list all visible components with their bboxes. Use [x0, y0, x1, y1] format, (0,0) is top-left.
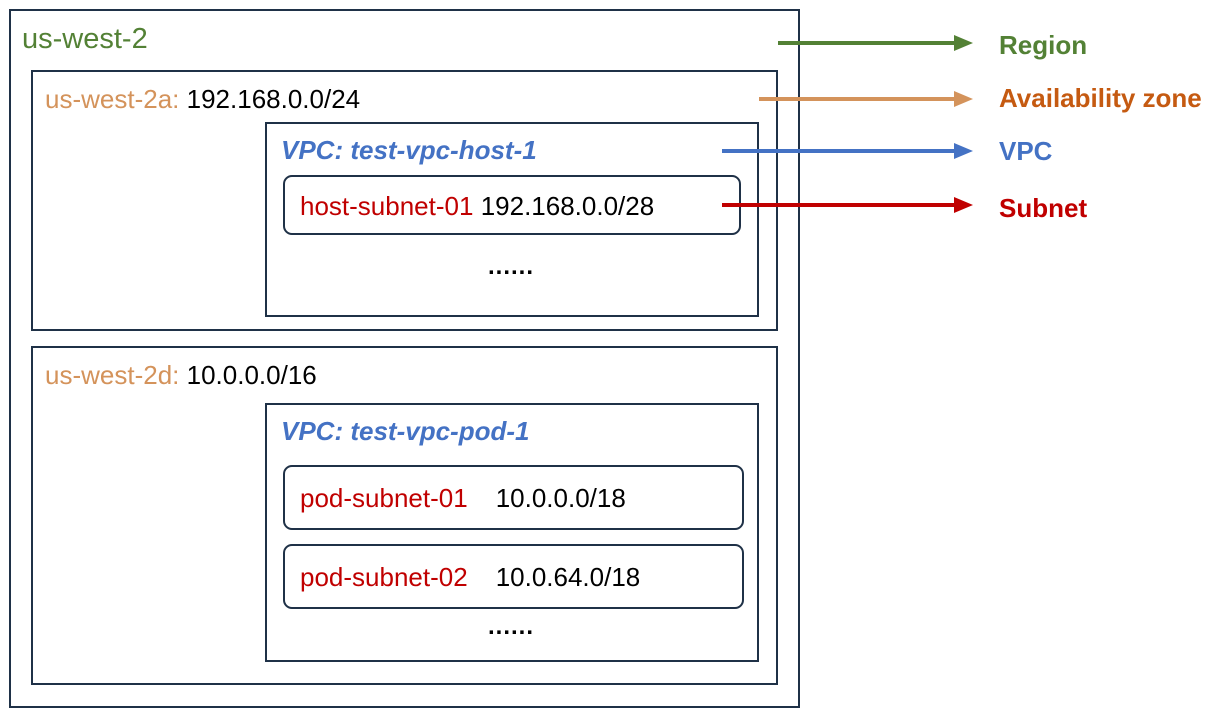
- availability-zone-arrow: [759, 91, 973, 107]
- availability-zone-a-heading: us-west-2a: 192.168.0.0/24: [45, 86, 360, 112]
- subnet-arrow: [722, 197, 973, 213]
- subnet-box-pod-01: [283, 465, 744, 530]
- availability-zone-d-cidr: 10.0.0.0/16: [186, 360, 317, 390]
- subnet-box-pod-02: [283, 544, 744, 609]
- subnet-host-01-row: host-subnet-01 192.168.0.0/28: [300, 193, 654, 219]
- subnet-pod-02-cidr: 10.0.64.0/18: [495, 562, 641, 592]
- subnet-pod-02-name: pod-subnet-02: [300, 562, 468, 592]
- vpc-pod-more-ellipsis: ......: [488, 613, 535, 640]
- availability-zone-a-cidr: 192.168.0.0/24: [186, 84, 361, 114]
- legend-vpc-label: VPC: [999, 136, 1053, 166]
- availability-zone-d-heading: us-west-2d: 10.0.0.0/16: [45, 362, 317, 388]
- region-name: us-west-2: [22, 23, 148, 55]
- vpc-host-more-ellipsis: ......: [488, 253, 535, 280]
- subnet-pod-01-cidr: 10.0.0.0/18: [495, 483, 626, 513]
- subnet-host-01-name: host-subnet-01: [300, 191, 474, 221]
- vpc-pod-label: VPC: test-vpc-pod-1: [281, 416, 530, 446]
- subnet-pod-02-row: pod-subnet-02 10.0.64.0/18: [300, 564, 640, 590]
- subnet-pod-01-name: pod-subnet-01: [300, 483, 468, 513]
- availability-zone-a-name: us-west-2a:: [45, 84, 180, 114]
- vpc-host-label: VPC: test-vpc-host-1: [281, 135, 537, 165]
- subnet-box-host-01: [283, 175, 741, 235]
- region-arrow: [778, 35, 973, 51]
- subnet-pod-01-row: pod-subnet-01 10.0.0.0/18: [300, 485, 626, 511]
- vpc-arrow: [722, 143, 973, 159]
- legend-region-label: Region: [999, 30, 1088, 60]
- subnet-host-01-cidr: 192.168.0.0/28: [480, 191, 655, 221]
- legend-subnet-label: Subnet: [999, 193, 1088, 223]
- vpc-box-pod: [265, 403, 759, 662]
- legend-availability-zone-label: Availability zone: [999, 83, 1202, 113]
- availability-zone-d-name: us-west-2d:: [45, 360, 180, 390]
